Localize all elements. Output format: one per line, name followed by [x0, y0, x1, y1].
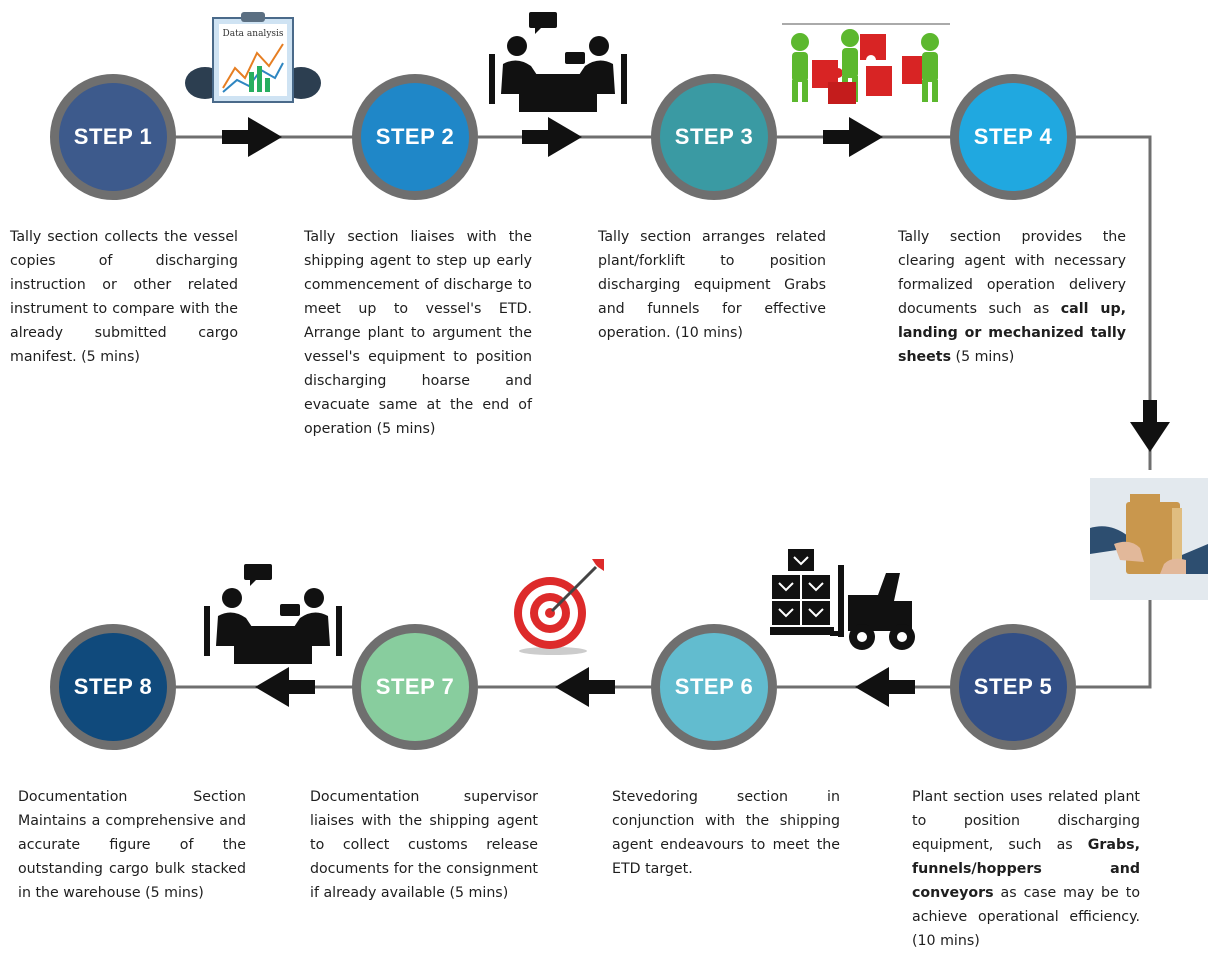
svg-text:Data analysis: Data analysis [222, 29, 283, 39]
step-8-circle: STEP 8 [50, 624, 176, 750]
document-handover-icon [1090, 478, 1208, 600]
step-3-label: STEP 3 [674, 124, 754, 149]
arrow-left-icon [855, 667, 915, 707]
step-2-circle: STEP 2 [352, 74, 478, 200]
step-8-description: Documentation Section Maintains a compre… [18, 789, 246, 901]
arrow-left-icon [555, 667, 615, 707]
meeting-icon [489, 12, 627, 112]
step-7-circle: STEP 7 [352, 624, 478, 750]
step-3-circle: STEP 3 [651, 74, 777, 200]
step-7-label: STEP 7 [375, 674, 455, 699]
arrow-left-icon [255, 667, 315, 707]
meeting-icon [204, 564, 342, 664]
step-5-description: Plant section uses related plant to posi… [912, 789, 1140, 949]
step-6-label: STEP 6 [674, 674, 754, 699]
step-4-bold-text: call up, landing or mechanized tally she… [898, 301, 1126, 365]
step-1-circle: STEP 1 [50, 74, 176, 200]
forklift-icon [770, 549, 915, 650]
step-4-label: STEP 4 [973, 124, 1053, 149]
step-8-label: STEP 8 [73, 674, 153, 699]
puzzle-teamwork-icon [782, 23, 950, 104]
step-4-circle: STEP 4 [950, 74, 1076, 200]
step-5-label: STEP 5 [973, 674, 1053, 699]
target-icon [514, 559, 604, 655]
arrow-right-icon [823, 117, 883, 157]
step-5-bold-text: Grabs, funnels/hoppers and conveyors [912, 837, 1140, 901]
step-6-description: Stevedoring section in conjunction with … [612, 789, 840, 877]
step-1-label: STEP 1 [73, 124, 153, 149]
step-3-description: Tally section arranges related plant/for… [598, 229, 826, 341]
arrow-right-icon [522, 117, 582, 157]
data-analysis-icon: Data analysis [185, 12, 321, 103]
step-4-description: Tally section provides the clearing agen… [898, 229, 1126, 365]
arrow-right-icon [222, 117, 282, 157]
step-1-description: Tally section collects the vessel copies… [10, 229, 238, 365]
step-5-circle: STEP 5 [950, 624, 1076, 750]
arrow-down-icon [1130, 400, 1170, 452]
step-7-description: Documentation supervisor liaises with th… [310, 789, 538, 901]
step-2-label: STEP 2 [375, 124, 455, 149]
step-6-circle: STEP 6 [651, 624, 777, 750]
step-2-description: Tally section liaises with the shipping … [304, 229, 532, 437]
